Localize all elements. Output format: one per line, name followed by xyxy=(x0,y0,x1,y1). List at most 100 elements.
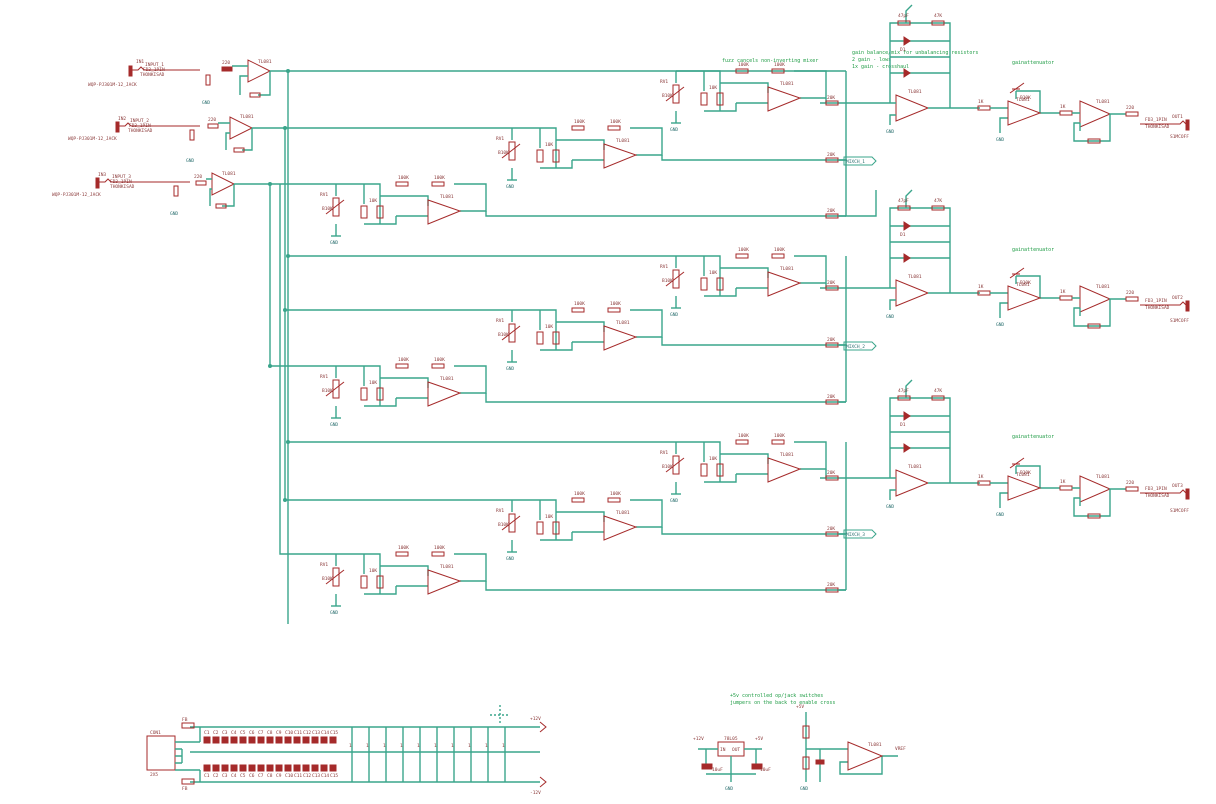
svg-text:10K: 10K xyxy=(369,380,377,386)
input-buffer-2: 220 TL081 GND xyxy=(186,114,285,164)
svg-text:TL081: TL081 xyxy=(440,564,454,570)
svg-text:TL081: TL081 xyxy=(616,138,630,144)
svg-text:GND: GND xyxy=(800,786,808,792)
svg-text:-12V: -12V xyxy=(530,790,541,796)
decoupling-caps: C1C1C2C2C3C3C4C4C5C5C6C6C7C7C8C8C9C9C10C… xyxy=(203,727,506,782)
svg-text:100K: 100K xyxy=(398,545,409,551)
svg-text:10K: 10K xyxy=(709,270,717,276)
svg-text:WQP-PJ301M-12_JACK: WQP-PJ301M-12_JACK xyxy=(88,82,137,88)
svg-text:C4: C4 xyxy=(231,773,237,779)
svg-text:1: 1 xyxy=(434,743,437,749)
svg-text:47pF: 47pF xyxy=(898,198,909,204)
svg-text:10K: 10K xyxy=(709,456,717,462)
svg-text:TL081: TL081 xyxy=(1096,99,1110,105)
svg-text:GND: GND xyxy=(886,314,894,320)
svg-text:RV1: RV1 xyxy=(496,136,504,142)
svg-text:OUT1: OUT1 xyxy=(1172,114,1183,120)
svg-text:C13: C13 xyxy=(312,730,320,736)
svg-text:OUT2: OUT2 xyxy=(1172,295,1183,301)
svg-text:TL081: TL081 xyxy=(1016,472,1030,478)
svg-text:100K: 100K xyxy=(738,433,749,439)
svg-text:C7: C7 xyxy=(258,773,264,779)
input-buffer-1: 220 TL081 GND xyxy=(202,59,288,106)
power-header: CON1 2X5 xyxy=(146,730,200,778)
svg-text:TL081: TL081 xyxy=(240,114,254,120)
input-jack-1: IN1 FD3_1PIN THONKISAD WQP-PJ301M-12_JAC… xyxy=(88,59,200,88)
svg-text:1K: 1K xyxy=(1060,479,1066,485)
input-jack-3: IN3 FD3_1PIN THONKISAD WQP-PJ301M-12_JAC… xyxy=(52,172,190,198)
input-buffer-3: 220 TL081 GND xyxy=(170,171,270,217)
svg-text:THONKISAD: THONKISAD xyxy=(1145,305,1170,311)
svg-text:OUT: OUT xyxy=(732,747,740,753)
svg-text:10uF: 10uF xyxy=(712,767,723,773)
svg-text:RV1: RV1 xyxy=(660,450,668,456)
svg-text:TL081: TL081 xyxy=(1096,284,1110,290)
svg-text:RV1: RV1 xyxy=(496,318,504,324)
svg-text:TL081: TL081 xyxy=(222,171,236,177)
net-label-mixch-3: MIXCH_3 xyxy=(843,529,877,539)
svg-text:220: 220 xyxy=(208,117,216,123)
svg-text:INPUT_3: INPUT_3 xyxy=(112,174,131,180)
svg-text:B10K: B10K xyxy=(1020,280,1031,286)
attenuator-note-3: gainattenuator xyxy=(1012,434,1054,440)
svg-text:IN1: IN1 xyxy=(136,59,144,65)
svg-text:TL081: TL081 xyxy=(616,320,630,326)
svg-text:20K: 20K xyxy=(827,394,835,400)
svg-text:GND: GND xyxy=(330,240,338,246)
svg-text:C2: C2 xyxy=(213,730,219,736)
svg-text:100K: 100K xyxy=(574,301,585,307)
svg-text:C11: C11 xyxy=(294,773,302,779)
svg-text:GND: GND xyxy=(202,100,210,106)
svg-text:1K: 1K xyxy=(978,474,984,480)
output-jack-2: FD3_1PIN THONKISAD OUT2 S1MCOFF xyxy=(1140,295,1190,324)
net-label-mixch-2: MIXCH_2 xyxy=(843,341,877,351)
svg-text:D1: D1 xyxy=(900,422,906,428)
bus-wires xyxy=(269,70,846,624)
svg-text:TL081: TL081 xyxy=(440,194,454,200)
svg-text:10K: 10K xyxy=(545,324,553,330)
svg-text:B10K: B10K xyxy=(322,388,333,394)
svg-text:C8: C8 xyxy=(267,730,273,736)
svg-text:C3: C3 xyxy=(222,730,228,736)
note-crosshaul: 1x gain - crosshaul xyxy=(852,64,909,70)
svg-text:C10: C10 xyxy=(285,730,293,736)
svg-text:S1MCOFF: S1MCOFF xyxy=(1170,318,1189,324)
attenuator-note-1: gainattenuator xyxy=(1012,60,1054,66)
svg-text:47K: 47K xyxy=(934,13,942,19)
svg-text:C14: C14 xyxy=(321,773,329,779)
svg-text:10uF: 10uF xyxy=(760,767,771,773)
svg-text:WQP-PJ301M-12_JACK: WQP-PJ301M-12_JACK xyxy=(52,192,101,198)
svg-text:IN3: IN3 xyxy=(98,172,106,178)
svg-text:100K: 100K xyxy=(398,357,409,363)
svg-text:B10K: B10K xyxy=(662,278,673,284)
svg-text:FD3_1PIN: FD3_1PIN xyxy=(1145,298,1167,304)
svg-text:TL081: TL081 xyxy=(908,274,922,280)
svg-text:MIXCH_2: MIXCH_2 xyxy=(846,344,865,350)
svg-text:RV1: RV1 xyxy=(660,264,668,270)
svg-text:RV1: RV1 xyxy=(320,374,328,380)
svg-text:100K: 100K xyxy=(774,433,785,439)
svg-text:C3: C3 xyxy=(222,773,228,779)
svg-text:20K: 20K xyxy=(827,95,835,101)
note-gain-lows: 2 gain - lows xyxy=(852,57,891,63)
svg-text:20K: 20K xyxy=(827,526,835,532)
output-jack-1: FD3_1PIN THONKISAD OUT1 S1MCOFF xyxy=(1140,114,1190,140)
svg-text:100K: 100K xyxy=(434,357,445,363)
svg-text:FD3_1PIN: FD3_1PIN xyxy=(110,179,132,185)
output-channel-2: TL08147K47pFD1GND1KB10KTL0811KTL081220GN… xyxy=(880,189,1139,329)
svg-text:TL081: TL081 xyxy=(440,376,454,382)
svg-text:100K: 100K xyxy=(610,491,621,497)
output-channels: TL08147K47pFD1GND1KB10KTL0811KTL081220GN… xyxy=(880,4,1139,519)
svg-text:220: 220 xyxy=(194,174,202,180)
svg-text:GND: GND xyxy=(996,512,1004,518)
svg-text:10K: 10K xyxy=(369,198,377,204)
svg-text:THONKISAD: THONKISAD xyxy=(140,72,165,78)
